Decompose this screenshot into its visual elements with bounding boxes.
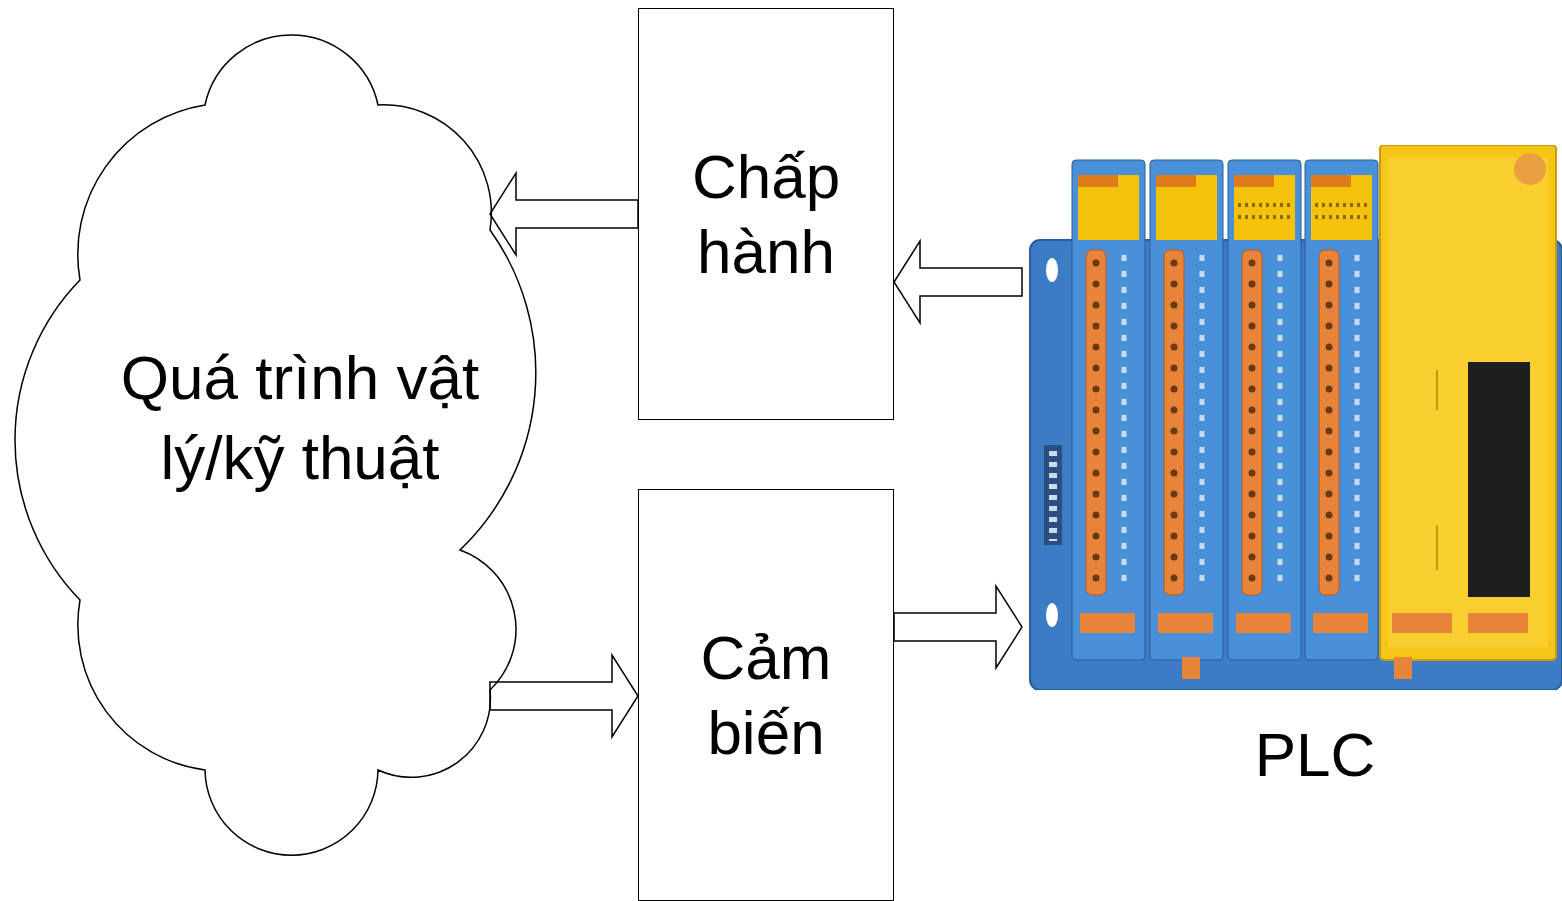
actuator-box: Chấp hành [638,8,894,420]
io-module [1305,160,1378,660]
rail-clip [1394,657,1412,679]
io-module [1072,160,1145,660]
dip-switch-keys [1049,451,1057,541]
cpu-module [1380,145,1556,660]
block-arrow [490,655,638,737]
node-label: Chấp hành [649,139,883,289]
block-arrow [490,173,638,255]
node-label: Quá trình vật lý/kỹ thuật [110,338,490,498]
block-arrow [894,241,1022,323]
node-label: PLC [1255,719,1376,790]
io-module [1150,160,1223,660]
mounting-hole [1046,603,1058,627]
io-module [1228,160,1301,660]
cloud-outline-path [15,35,536,855]
rail-clip [1182,657,1200,679]
process-cloud: Quá trình vật lý/kỹ thuật [15,30,535,865]
mounting-hole [1046,258,1058,282]
dip-switch [1044,445,1062,545]
plc-node: PLC [1022,145,1562,790]
node-label: Cảm biến [649,620,883,770]
plc-illustration [1022,145,1562,690]
block-arrow [894,586,1022,668]
sensor-box: Cảm biến [638,489,894,901]
